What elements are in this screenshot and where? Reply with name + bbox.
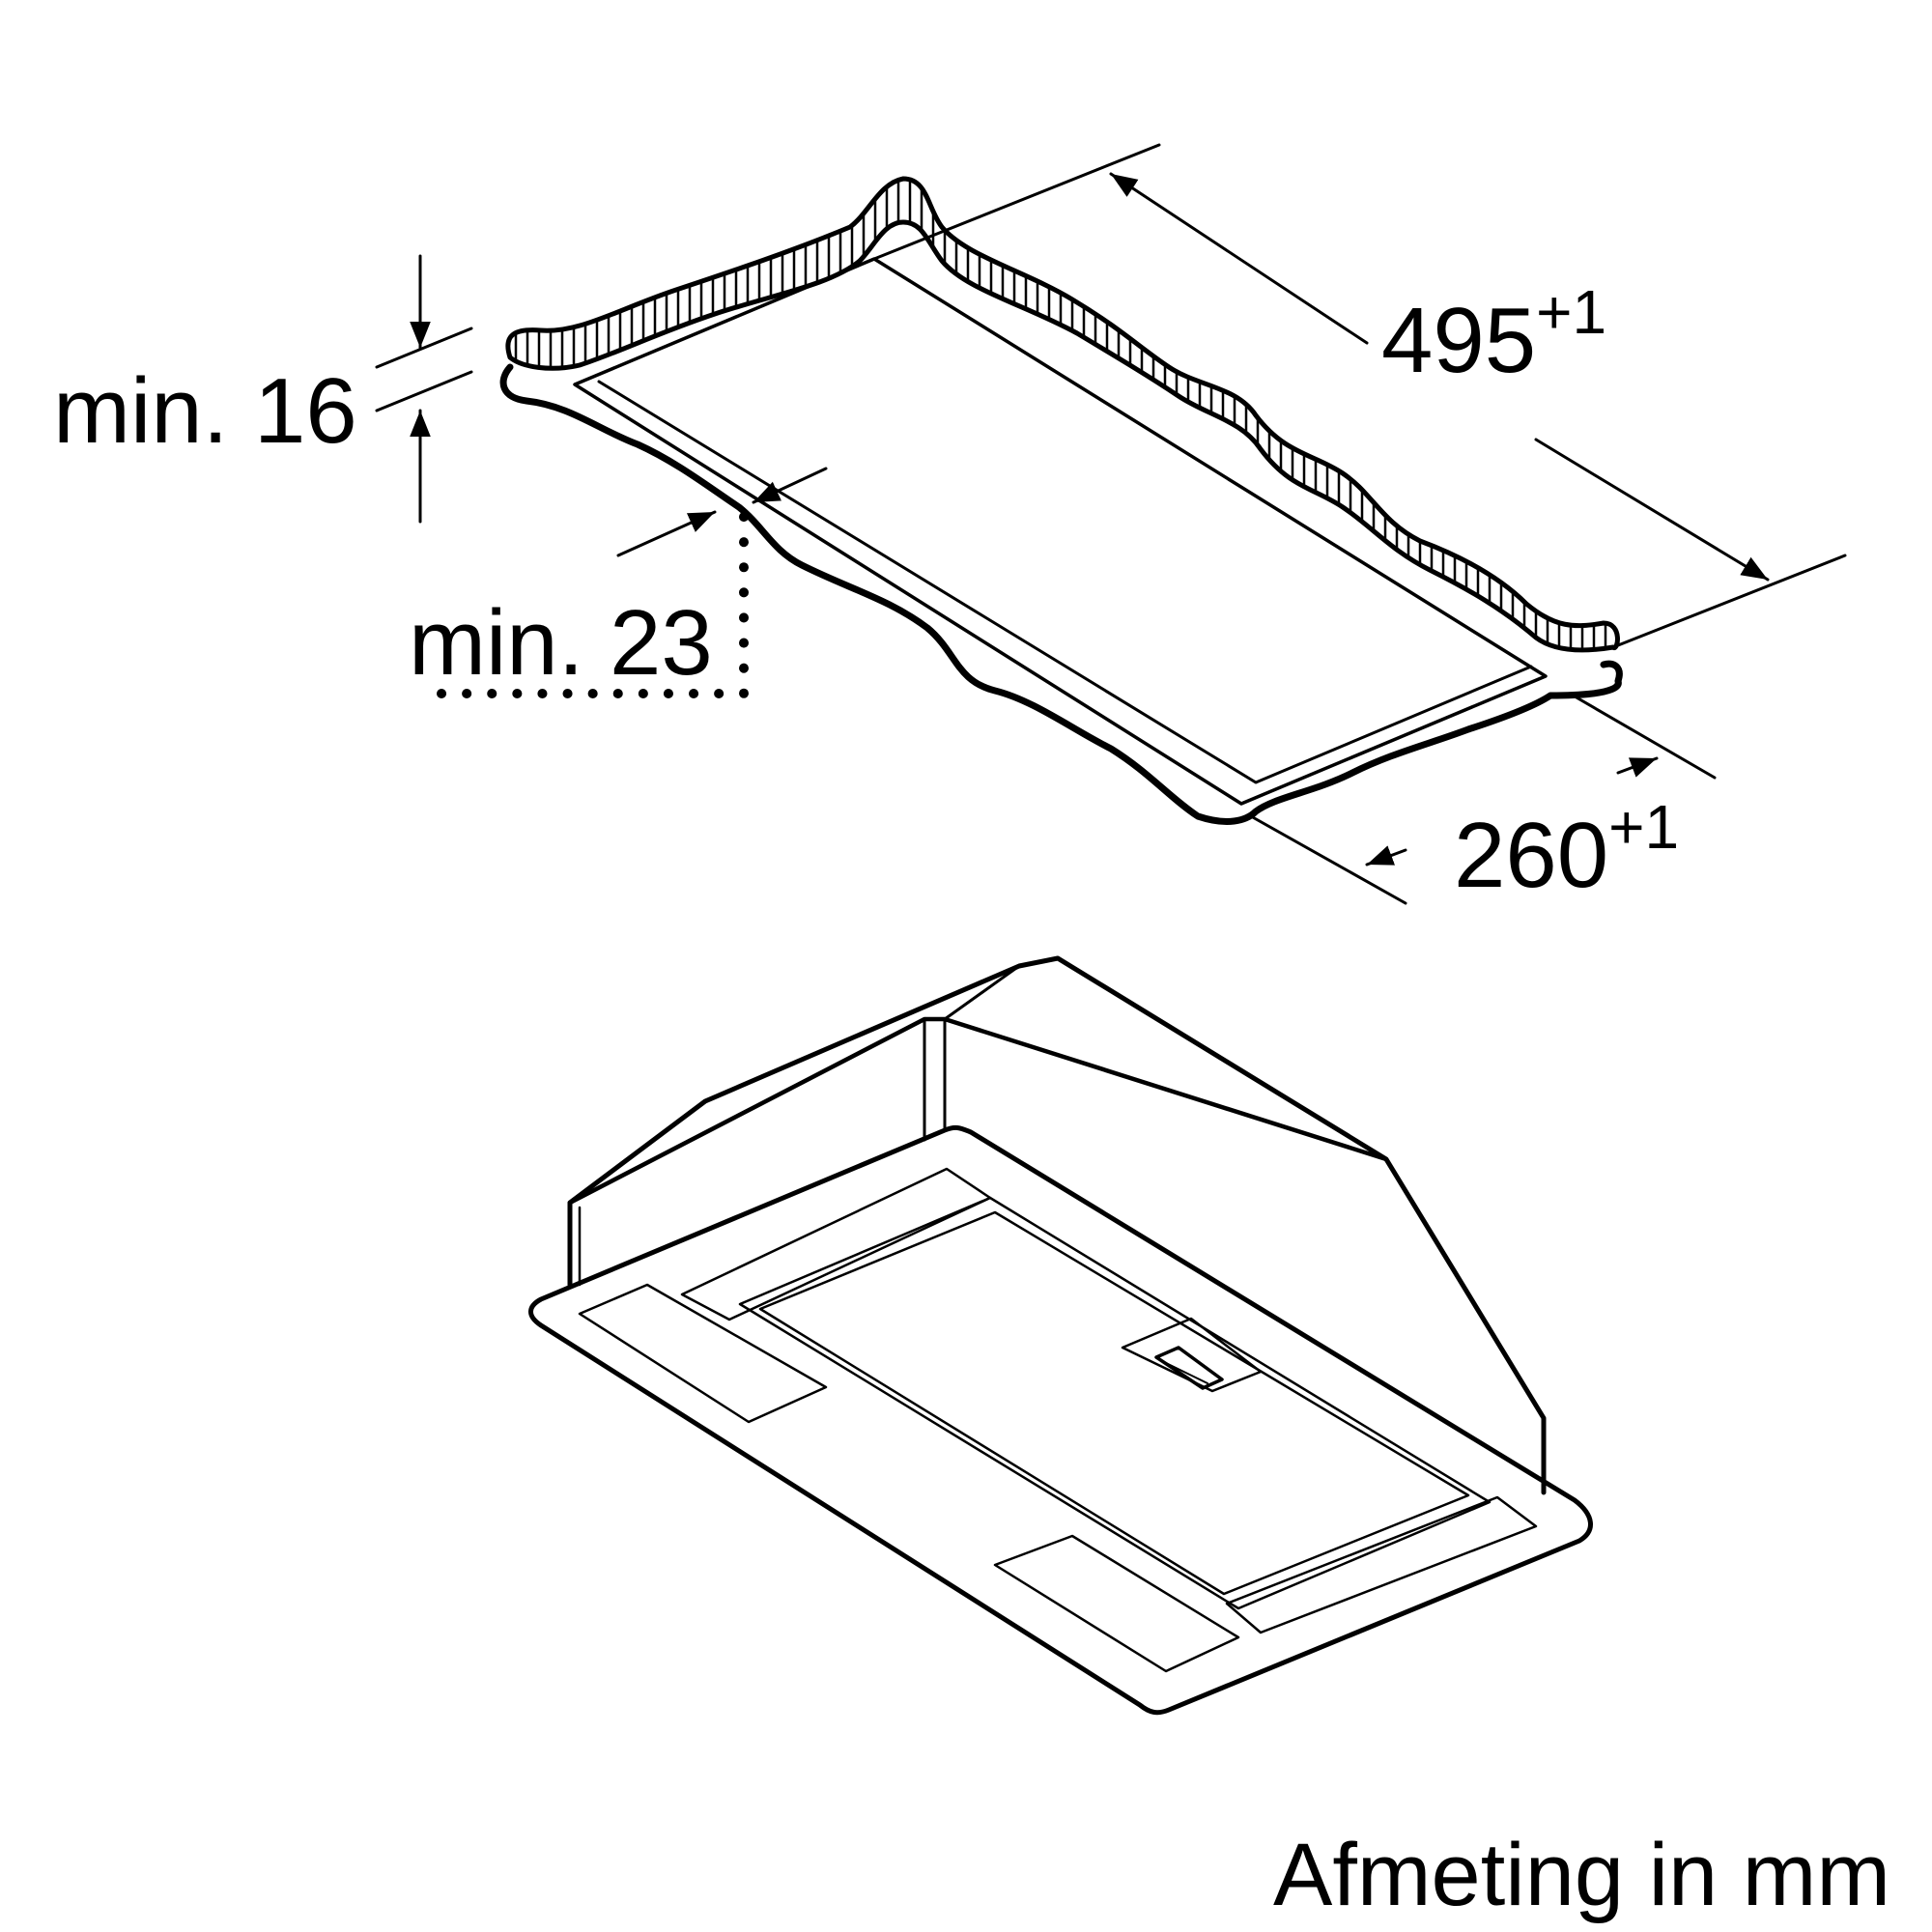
inset-right-front	[993, 1534, 1240, 1673]
cutout-opening	[573, 257, 1548, 806]
cabinet-cutout	[499, 143, 1623, 825]
hood-front-panel	[528, 1124, 1593, 1716]
units-caption: Afmeting in mm	[1273, 1831, 1890, 1919]
label-min-23: min. 23	[409, 597, 713, 690]
label-495: 495+1	[1381, 281, 1606, 387]
label-min-16: min. 16	[53, 365, 357, 458]
control-slider	[1154, 1346, 1224, 1390]
label-260-tolerance: +1	[1608, 792, 1680, 862]
label-260: 260+1	[1454, 796, 1679, 902]
inset-right-back	[1225, 1495, 1538, 1634]
hatched-section-back	[505, 176, 1620, 653]
inset-left-back	[680, 1167, 992, 1321]
inset-left-front	[578, 1283, 828, 1424]
units-caption-text: Afmeting in mm	[1273, 1826, 1891, 1924]
dimension-min-23	[420, 467, 828, 698]
label-min-23-text: min. 23	[409, 591, 713, 695]
cutout-front-edge	[499, 363, 1623, 825]
label-495-tolerance: +1	[1536, 277, 1607, 347]
label-260-value: 260	[1454, 804, 1609, 907]
dimension-min-16	[375, 254, 473, 524]
dimension-495	[1109, 172, 1847, 649]
label-495-value: 495	[1381, 289, 1537, 392]
hood-housing	[567, 955, 1547, 1495]
label-min-16-text: min. 16	[53, 359, 357, 463]
cooker-hood-unit	[528, 955, 1593, 1716]
filter-frame-inner	[758, 1210, 1470, 1596]
dimension-260	[1249, 692, 1717, 905]
filter-frame-outer	[738, 1196, 1492, 1610]
